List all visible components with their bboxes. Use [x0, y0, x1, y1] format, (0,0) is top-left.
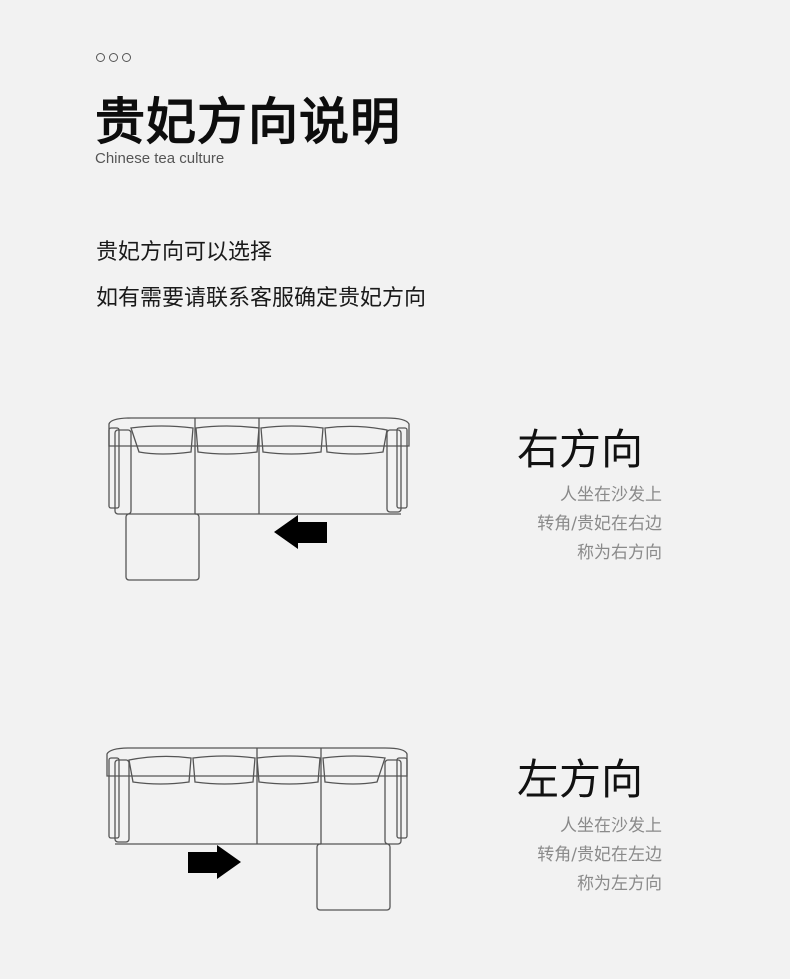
right-direction-title: 右方向: [517, 425, 644, 474]
right-direction-description: 人坐在沙发上 转角/贵妃在右边 称为右方向: [537, 481, 662, 568]
left-direction-description: 人坐在沙发上 转角/贵妃在左边 称为左方向: [537, 812, 662, 899]
description-line: 人坐在沙发上: [560, 485, 662, 505]
description-line: 称为右方向: [577, 543, 662, 563]
description-line: 转角/贵妃在右边: [537, 514, 662, 534]
intro-line-2: 如有需要请联系客服确定贵妃方向: [96, 286, 427, 311]
page-title: 贵妃方向说明: [95, 93, 401, 151]
decorative-dots: [96, 53, 131, 62]
description-line: 人坐在沙发上: [560, 816, 662, 836]
left-direction-title: 左方向: [517, 755, 644, 804]
arrow-right-icon: [188, 845, 241, 879]
dot-icon: [122, 53, 131, 62]
sofa-left-direction: [106, 747, 408, 911]
dot-icon: [109, 53, 118, 62]
intro-line-1: 贵妃方向可以选择: [96, 240, 273, 265]
description-line: 转角/贵妃在左边: [537, 845, 662, 865]
arrow-left-icon: [274, 515, 327, 549]
sofa-right-direction: [108, 417, 410, 581]
page-subtitle: Chinese tea culture: [95, 150, 225, 167]
description-line: 称为左方向: [577, 874, 662, 894]
dot-icon: [96, 53, 105, 62]
